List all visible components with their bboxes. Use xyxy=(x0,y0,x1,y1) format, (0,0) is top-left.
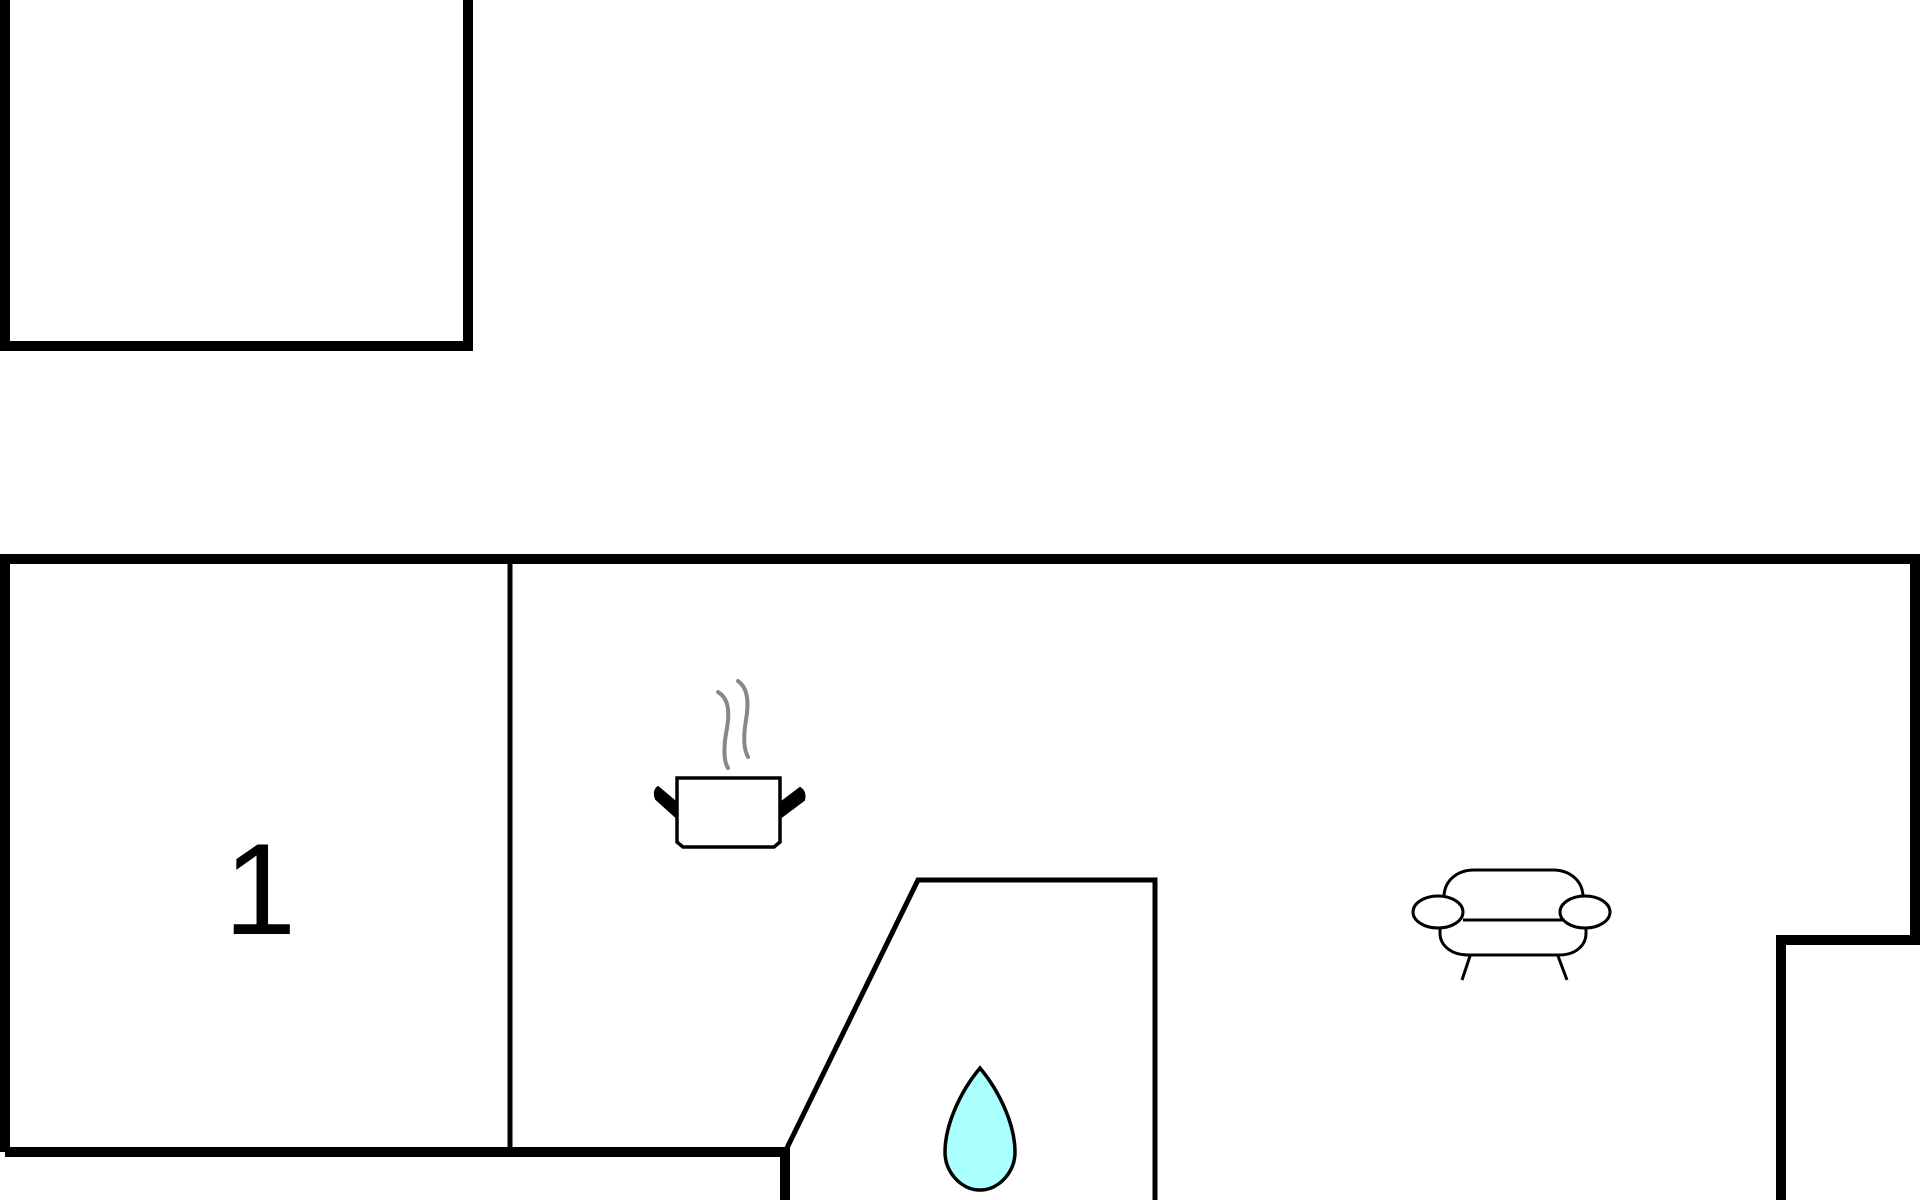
main-block-outer-wall xyxy=(0,554,1920,1200)
bathroom-partition xyxy=(783,877,1158,1200)
cooking-pot-icon xyxy=(653,679,806,849)
upper-room-walls xyxy=(0,0,473,351)
upper-room xyxy=(0,0,473,351)
room-number-label: 1 xyxy=(224,816,296,962)
main-block xyxy=(0,554,1920,1200)
water-drop-icon xyxy=(943,1065,1017,1192)
sofa-icon xyxy=(1411,868,1612,981)
main-block-bottom-wall xyxy=(5,1147,790,1200)
